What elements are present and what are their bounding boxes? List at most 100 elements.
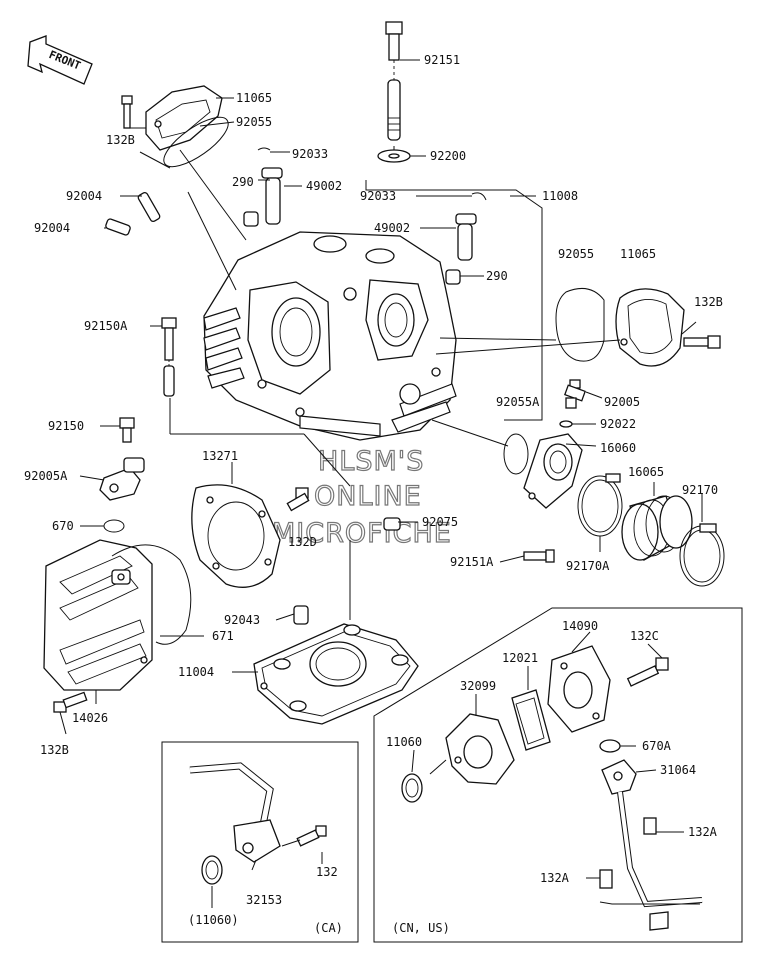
callout-92150A: 92150A <box>84 319 128 333</box>
callout-11060-paren: (11060) <box>188 913 239 927</box>
front-arrow-icon: FRONT <box>27 35 93 85</box>
o-ring-670A <box>599 739 621 753</box>
o-ring-671 <box>111 544 192 645</box>
leader-lines-ca <box>211 839 323 908</box>
insulator-16060 <box>523 433 583 509</box>
stud-bolt-92151 <box>385 21 403 141</box>
watermark: HLSM'S ONLINE MICROFICHE <box>271 445 452 549</box>
clip-92033-a <box>257 147 271 151</box>
callout-13271: 13271 <box>202 449 238 463</box>
guide-49002-a <box>261 167 283 225</box>
cap-92075 <box>383 517 401 531</box>
region-label-cn-us: (CN, US) <box>392 921 450 935</box>
bolt-92151A <box>523 549 555 563</box>
callout-92005A: 92005A <box>24 469 68 483</box>
callout-11065-top: 11065 <box>236 91 272 105</box>
callout-132: 132 <box>316 865 338 879</box>
callout-31064: 31064 <box>660 763 696 777</box>
callout-32099: 32099 <box>460 679 496 693</box>
callout-92055-right: 92055 <box>558 247 594 261</box>
o-ring-670 <box>103 519 125 533</box>
callout-11065-right: 11065 <box>620 247 656 261</box>
region-label-ca: (CA) <box>314 921 343 935</box>
bolt-132D <box>286 487 310 512</box>
callout-290-a: 290 <box>232 175 254 189</box>
dowel-290-b <box>445 269 461 285</box>
callout-92033-a: 92033 <box>292 147 328 161</box>
stud-92004-b <box>105 218 131 236</box>
guide-49002-b <box>455 213 477 261</box>
bolt-132B-left <box>53 691 88 713</box>
reed-valve-12021 <box>511 689 551 751</box>
callout-92151: 92151 <box>424 53 460 67</box>
dowel-290-a <box>243 211 259 227</box>
callout-14090: 14090 <box>562 619 598 633</box>
callout-132B-left: 132B <box>40 743 69 757</box>
region-box-ca <box>161 741 359 943</box>
region-box-cn-us <box>373 607 743 943</box>
callout-11004: 11004 <box>178 665 214 679</box>
callout-92075: 92075 <box>422 515 458 529</box>
callout-49002-b: 49002 <box>374 221 410 235</box>
callout-132D: 132D <box>288 535 317 549</box>
callout-labels: 92151 11065 92055 132B 92033 92200 290 4… <box>24 53 723 935</box>
callout-92004-a: 92004 <box>66 189 102 203</box>
callout-132A-b: 132A <box>540 871 570 885</box>
callout-16065: 16065 <box>628 465 664 479</box>
watermark-line-2: ONLINE <box>314 481 422 512</box>
callout-92005: 92005 <box>604 395 640 409</box>
o-ring-92055-right <box>555 287 605 362</box>
callout-14026: 14026 <box>72 711 108 725</box>
carb-holder-16065 <box>621 495 693 561</box>
callout-92151A: 92151A <box>450 555 494 569</box>
watermark-line-1: HLSM'S <box>318 446 424 477</box>
o-ring-92055A <box>503 433 529 475</box>
body-32099 <box>445 713 515 785</box>
bolt-92150A <box>161 317 177 397</box>
callout-16060: 16060 <box>600 441 636 455</box>
pipe-31064 <box>601 759 703 931</box>
pipe-32153 <box>189 762 281 863</box>
seal-11060-ca <box>201 855 223 885</box>
head-gasket-11004 <box>253 623 419 725</box>
callout-32153: 32153 <box>246 893 282 907</box>
bolt-132B-right <box>683 335 721 349</box>
callout-92170: 92170 <box>682 483 718 497</box>
o-ring-92055-top <box>163 116 229 168</box>
callout-49002-a: 49002 <box>306 179 342 193</box>
callout-92055A: 92055A <box>496 395 540 409</box>
callout-132C: 132C <box>630 629 659 643</box>
bolt-132A-a <box>643 817 657 835</box>
callout-92004-b: 92004 <box>34 221 70 235</box>
callout-92055-top: 92055 <box>236 115 272 129</box>
fitting-92005 <box>563 379 587 409</box>
bolt-132C <box>626 657 669 687</box>
cover-11065-right <box>615 288 685 367</box>
bolt-132-ca <box>296 825 327 847</box>
clamp-92170A <box>577 473 623 537</box>
callout-132A-a: 132A <box>688 825 718 839</box>
callout-132B-top: 132B <box>106 133 135 147</box>
callout-670A: 670A <box>642 739 672 753</box>
callout-11008: 11008 <box>542 189 578 203</box>
watermark-line-3: MICROFICHE <box>272 518 452 549</box>
plate-14090 <box>547 645 611 733</box>
bolt-132A-b <box>599 869 613 889</box>
callout-11060: 11060 <box>386 735 422 749</box>
washer-92022 <box>559 420 573 428</box>
callout-670: 670 <box>52 519 74 533</box>
leader-lines-cn-us <box>411 631 700 905</box>
bolt-132B-top <box>121 95 133 129</box>
callout-290-b: 290 <box>486 269 508 283</box>
callout-92033-b: 92033 <box>360 189 396 203</box>
callout-92150: 92150 <box>48 419 84 433</box>
callout-92043: 92043 <box>224 613 260 627</box>
cylinder-head-11008 <box>203 231 457 441</box>
callout-92170A: 92170A <box>566 559 610 573</box>
dowel-92043 <box>293 605 309 625</box>
callout-671: 671 <box>212 629 234 643</box>
callout-12021: 12021 <box>502 651 538 665</box>
clamp-92170 <box>679 523 725 587</box>
bolt-92150 <box>119 417 135 443</box>
